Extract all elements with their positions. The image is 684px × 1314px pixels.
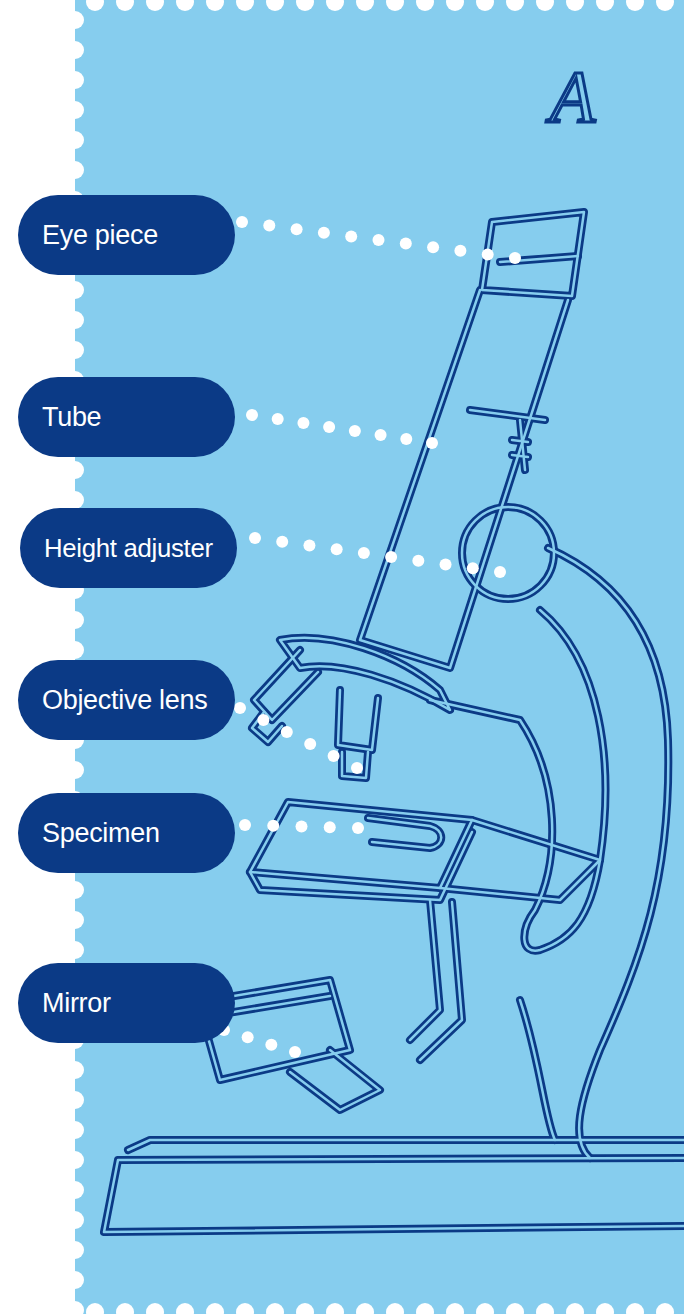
microscope-part <box>360 290 568 668</box>
part-name: Mirror <box>42 988 111 1019</box>
microscope-part <box>462 507 554 599</box>
part-name: Tube <box>42 402 101 433</box>
microscope-part <box>290 1050 380 1110</box>
microscope-part <box>254 650 318 720</box>
microscope-part <box>520 1000 555 1140</box>
microscope-part <box>368 818 441 848</box>
microscope-part <box>360 290 568 668</box>
stamp-letter: A <box>550 60 595 134</box>
microscope-part <box>338 690 378 750</box>
label-pill: Height adjuster <box>20 508 237 588</box>
microscope-part <box>290 1050 380 1110</box>
microscope-part <box>410 900 462 1060</box>
microscope-part <box>482 212 584 296</box>
microscope-part <box>280 638 450 710</box>
microscope-part <box>250 802 472 888</box>
part-name: Objective lens <box>42 685 207 716</box>
label-pill: Eye piece <box>18 195 235 275</box>
microscope-part <box>342 752 368 778</box>
part-name: Specimen <box>42 818 160 849</box>
microscope-part <box>430 610 605 951</box>
microscope-part <box>104 1140 684 1232</box>
microscope-part <box>410 900 462 1060</box>
microscope-part <box>440 820 600 900</box>
microscope-part <box>342 752 368 778</box>
microscope-part <box>470 410 545 420</box>
microscope-part <box>280 638 450 710</box>
microscope-part <box>440 820 600 900</box>
microscope-part <box>254 650 318 720</box>
label-pill: Specimen <box>18 793 235 873</box>
microscope-part <box>470 410 545 420</box>
microscope-part <box>252 712 282 742</box>
microscope-part <box>512 420 528 470</box>
microscope-part <box>104 1140 684 1232</box>
leader-dots <box>218 216 521 1058</box>
microscope-part <box>338 690 378 750</box>
part-name: Height adjuster <box>44 534 213 563</box>
microscope-part <box>250 802 472 888</box>
microscope-part <box>520 1000 555 1140</box>
microscope-part <box>252 712 282 742</box>
label-pill: Tube <box>18 377 235 457</box>
microscope-part <box>512 420 528 470</box>
part-name: Eye piece <box>42 220 158 251</box>
label-pill: Mirror <box>18 963 235 1043</box>
label-pill: Objective lens <box>18 660 235 740</box>
microscope-part <box>482 212 584 296</box>
microscope-part <box>462 507 554 599</box>
microscope-part <box>368 818 441 848</box>
